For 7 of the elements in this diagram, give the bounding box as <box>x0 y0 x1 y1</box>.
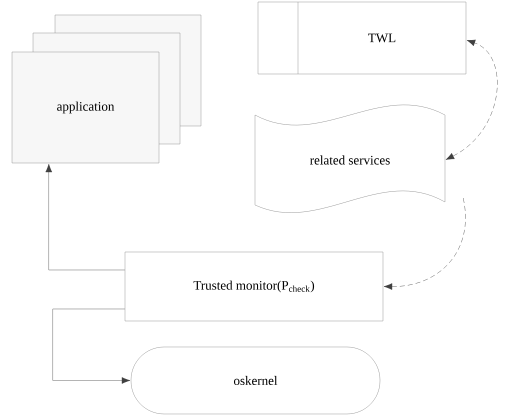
process-box: Trusted monitor(P$_{check}$) <box>124 252 384 322</box>
arrow <box>384 198 466 290</box>
arrow <box>45 164 125 270</box>
arrow <box>52 308 130 384</box>
stacked-boxes: application <box>12 14 202 164</box>
process-box: TWL <box>258 2 466 74</box>
arrow <box>446 40 498 160</box>
